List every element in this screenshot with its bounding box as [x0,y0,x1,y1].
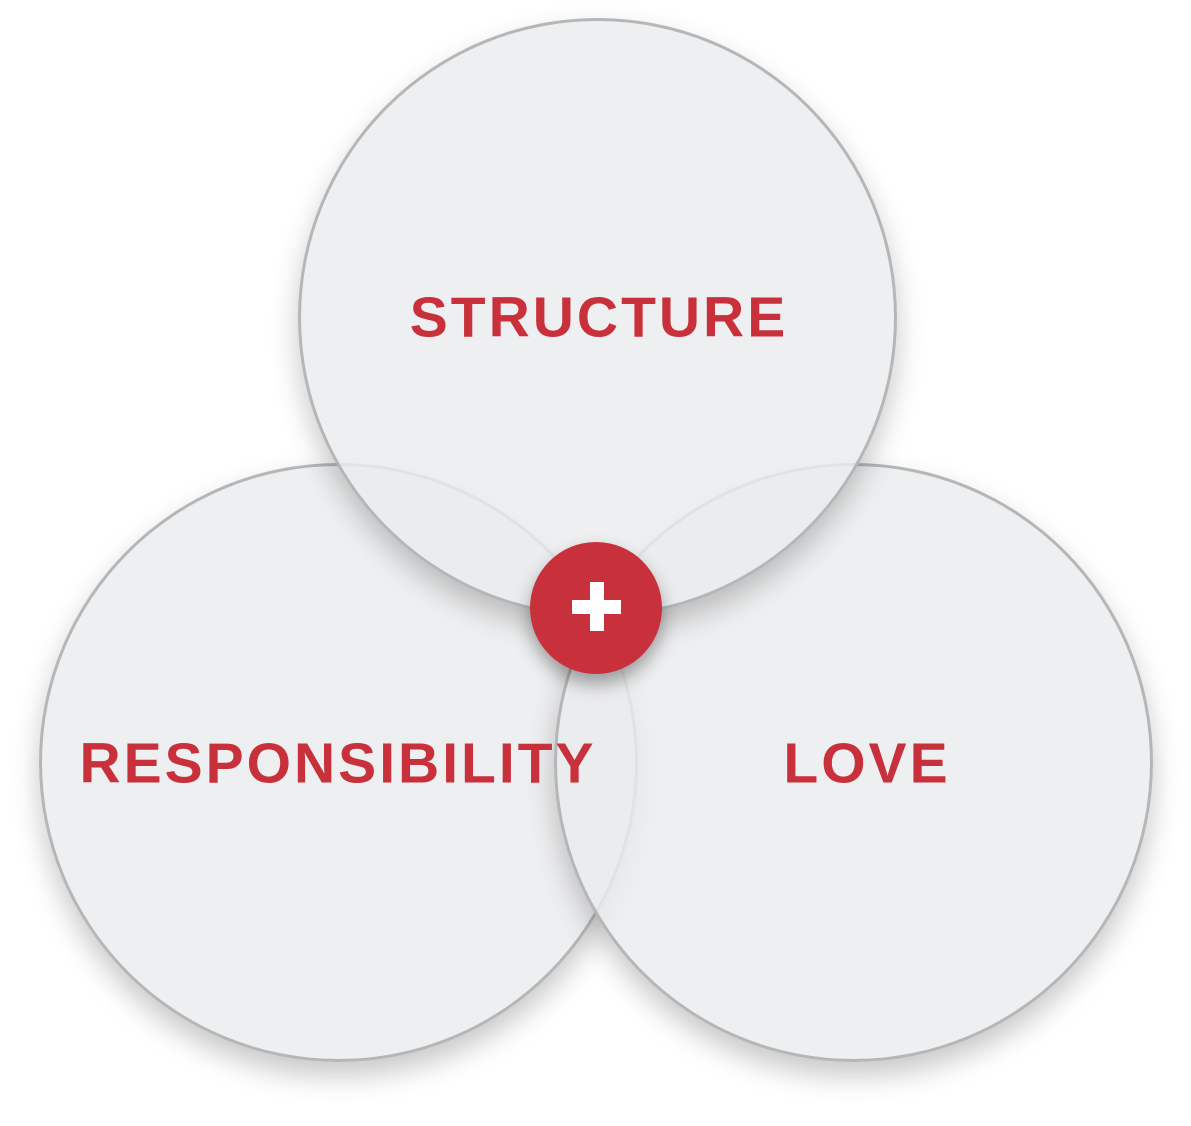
label-structure: STRUCTURE [409,285,789,350]
label-love: LOVE [783,731,951,796]
center-badge [530,542,662,674]
label-responsibility: RESPONSIBILITY [79,731,597,796]
